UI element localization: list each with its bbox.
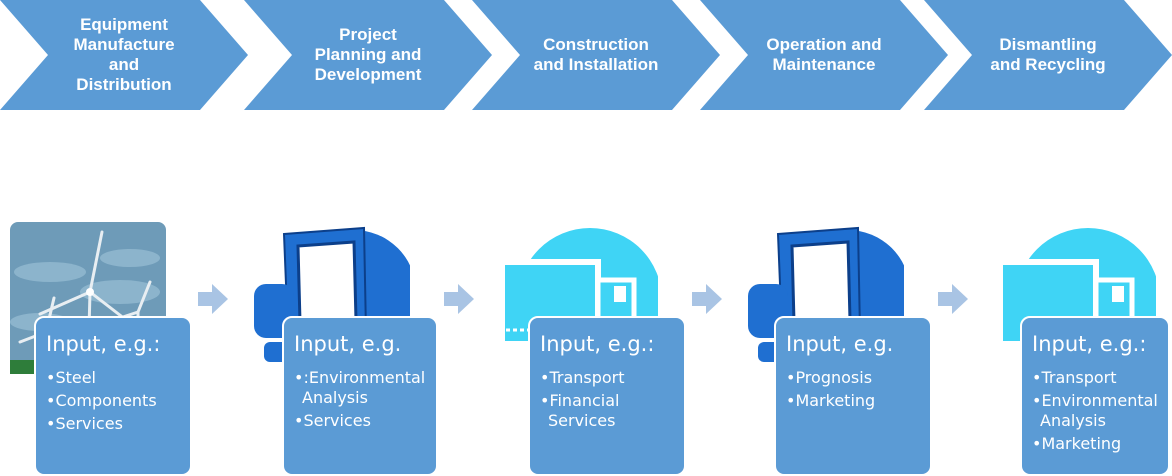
- input-title: Input, e.g.:: [46, 332, 161, 356]
- input-item: :Environmental Analysis: [294, 368, 426, 408]
- arrow-right-icon: [938, 284, 968, 314]
- input-item: Transport: [1032, 368, 1158, 388]
- input-item: Services: [46, 414, 180, 434]
- input-item: Components: [46, 391, 180, 411]
- chevron-shape: [924, 0, 1172, 110]
- input-title: Input, e.g.:: [540, 332, 655, 356]
- chevron-shape: [472, 0, 720, 110]
- input-item: Marketing: [786, 391, 920, 411]
- input-title: Input, e.g.:: [1032, 332, 1147, 356]
- input-box: Input, e.g.: Steel Components Services: [34, 316, 192, 476]
- input-box: Input, e.g. :Environmental Analysis Serv…: [282, 316, 438, 476]
- input-title: Input, e.g.: [786, 332, 894, 356]
- input-item: Services: [294, 411, 426, 431]
- input-item: Steel: [46, 368, 180, 388]
- input-list: :Environmental Analysis Services: [294, 368, 426, 431]
- input-box: Input, e.g. Prognosis Marketing: [774, 316, 932, 476]
- input-item: Financial Services: [540, 391, 674, 431]
- chevron-shape: [244, 0, 492, 110]
- input-list: Prognosis Marketing: [786, 368, 920, 411]
- input-item: Marketing: [1032, 434, 1158, 454]
- arrow-right-icon: [692, 284, 722, 314]
- input-item: Environmental Analysis: [1032, 391, 1158, 431]
- chevron-shape: [0, 0, 248, 110]
- chevron-shape: [700, 0, 948, 110]
- arrow-right-icon: [198, 284, 228, 314]
- input-box: Input, e.g.: Transport Environmental Ana…: [1020, 316, 1170, 476]
- arrow-right-icon: [444, 284, 474, 314]
- input-list: Transport Environmental Analysis Marketi…: [1032, 368, 1158, 454]
- input-box: Input, e.g.: Transport Financial Service…: [528, 316, 686, 476]
- input-list: Steel Components Services: [46, 368, 180, 434]
- input-item: Transport: [540, 368, 674, 388]
- input-title: Input, e.g.: [294, 332, 402, 356]
- input-list: Transport Financial Services: [540, 368, 674, 431]
- input-item: Prognosis: [786, 368, 920, 388]
